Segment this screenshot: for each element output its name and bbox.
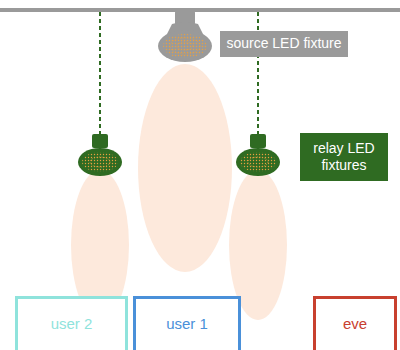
label-box: source LED fixture [220,31,348,57]
ceiling [0,8,400,12]
node-label: eve [343,315,367,334]
source-fixture [158,10,212,62]
light-cone [138,64,232,272]
hanging-wire [99,12,101,134]
label-box: relay LED fixtures [300,133,388,181]
node-label: source LED fixture [226,35,341,53]
node-label: relay LED fixtures [305,140,383,175]
user-laptop: user 1 [133,296,241,350]
user-laptop: user 2 [15,296,128,350]
relay-fixture [78,134,122,176]
user-laptop: eve [313,296,397,350]
node-label: user 1 [166,315,208,334]
relay-fixture [236,134,280,176]
node-label: user 2 [51,315,93,334]
